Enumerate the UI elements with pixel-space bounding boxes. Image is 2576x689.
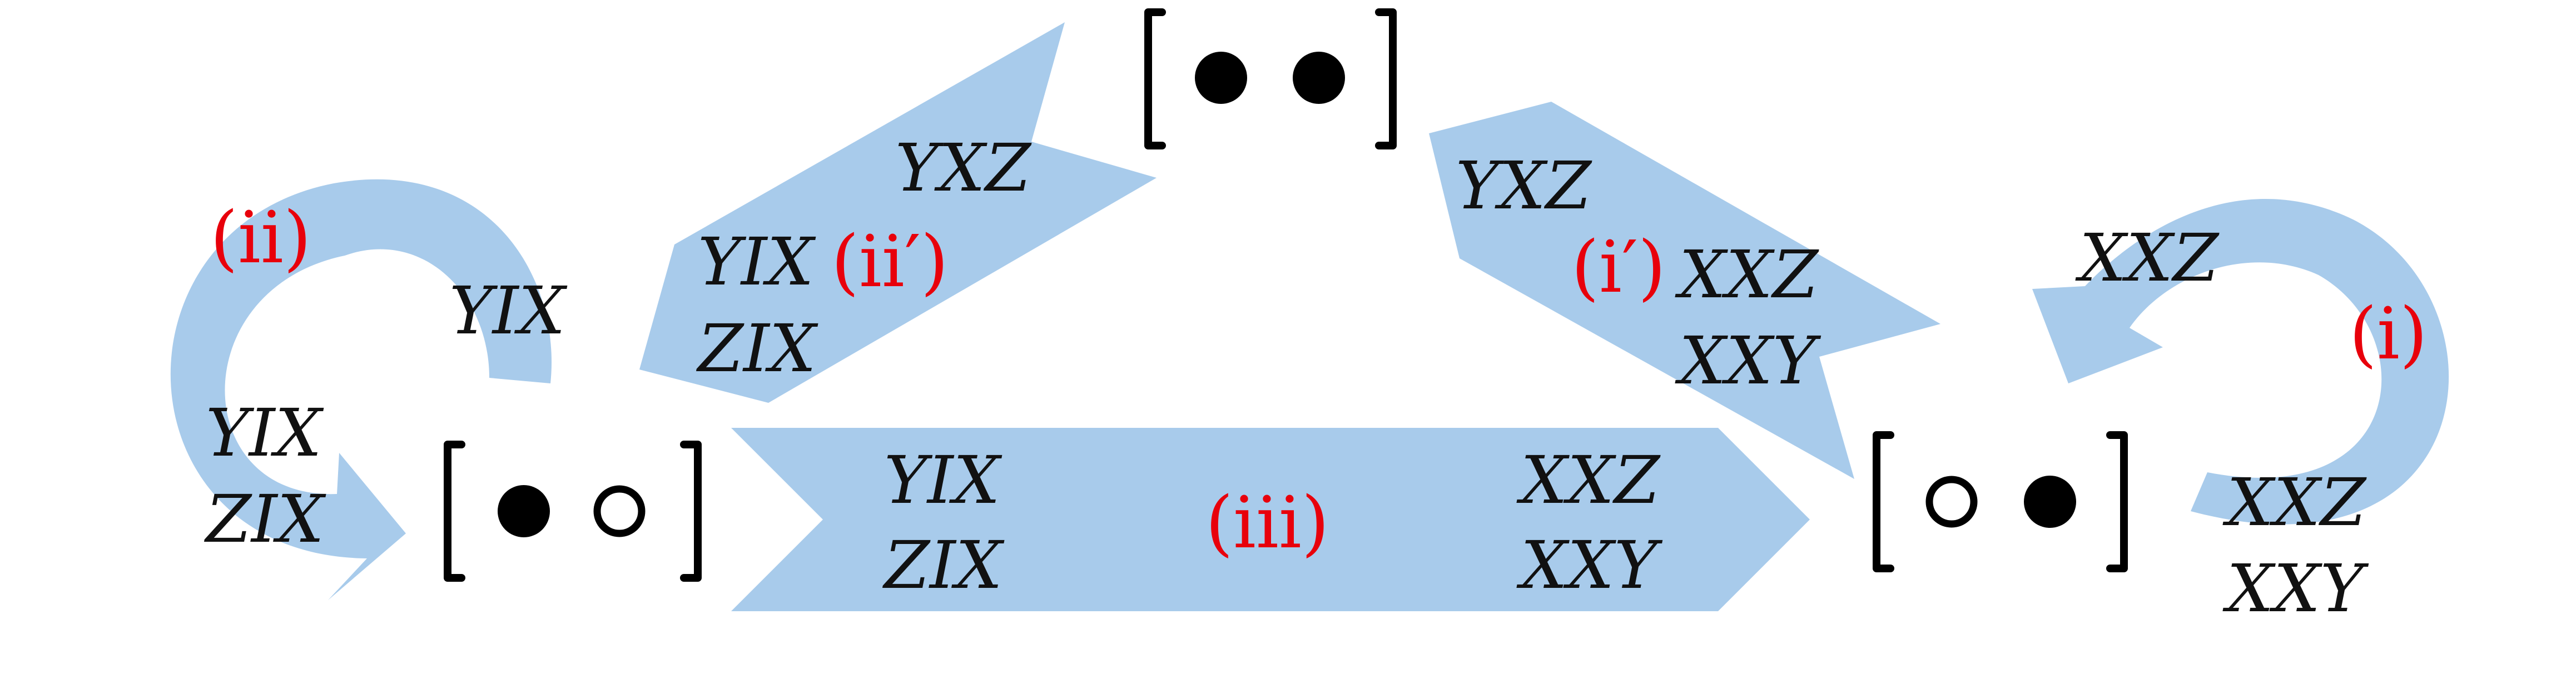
term-ii-prime-1: YXZ [895, 129, 1032, 206]
state-top [1144, 8, 1397, 149]
term-iii-1: YIX [884, 442, 1002, 518]
spin-filled [1195, 52, 1247, 104]
term-iii-4: XXY [1516, 527, 1663, 603]
bracket-right [1375, 8, 1397, 149]
label-ii: (ii) [210, 197, 311, 279]
arrow-ii-loop [170, 179, 552, 600]
spin-empty [593, 485, 646, 537]
spin-filled [1293, 52, 1345, 104]
spin-empty [1925, 476, 1978, 528]
term-ii-2: YIX [206, 395, 324, 471]
term-iii-3: XXZ [1516, 442, 1661, 518]
bracket-right [2106, 431, 2128, 572]
term-ii-3: ZIX [204, 481, 326, 557]
term-i-1: XXZ [2075, 219, 2220, 296]
state-left [444, 441, 702, 582]
label-iii: (iii) [1205, 482, 1329, 565]
label-ii-prime: (ii′) [831, 221, 949, 303]
state-right [1873, 431, 2128, 572]
term-iii-2: ZIX [882, 527, 1005, 603]
term-i-prime-3: XXY [1675, 322, 1821, 399]
arrow-iii [731, 428, 1810, 611]
term-i-2: XXZ [2222, 464, 2367, 541]
arrow-i-loop [2032, 198, 2449, 525]
term-i-3: XXY [2222, 550, 2369, 627]
spin-filled [498, 485, 550, 537]
arrow-ii-prime [639, 22, 1157, 403]
term-i-prime-2: XXZ [1675, 236, 1819, 313]
term-ii-prime-3: ZIX [696, 310, 818, 387]
bracket-right [680, 441, 702, 582]
term-ii-1: YIX [449, 272, 568, 349]
term-i-prime-1: YXZ [1456, 147, 1592, 224]
spin-filled [2024, 476, 2076, 528]
label-i-prime: (i′) [1571, 226, 1666, 309]
label-i: (i) [2349, 293, 2428, 376]
term-ii-prime-2: YIX [698, 223, 816, 300]
bracket-left [1873, 431, 1894, 572]
bracket-left [1144, 8, 1166, 149]
bracket-left [444, 441, 465, 582]
arrow-i-prime [1429, 102, 1940, 479]
